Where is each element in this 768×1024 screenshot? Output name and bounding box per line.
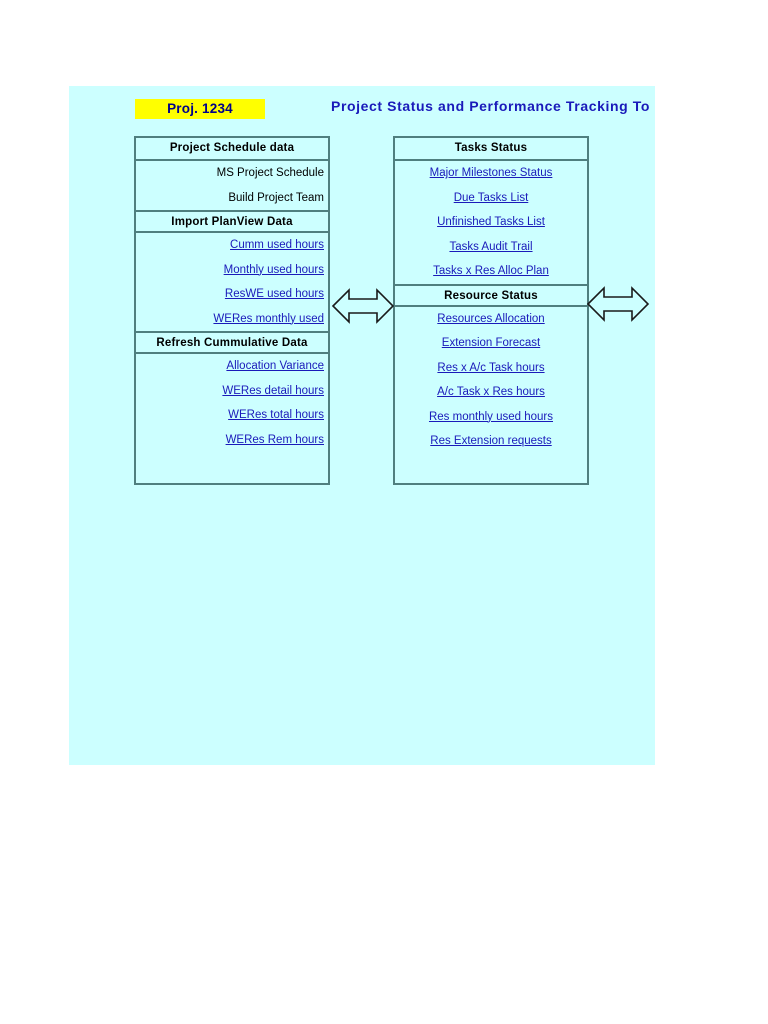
report-link[interactable]: ResWE used hours — [224, 288, 324, 300]
report-link[interactable]: WERes total hours — [228, 409, 324, 421]
report-link[interactable]: Major Milestones Status — [429, 167, 553, 179]
section-header-right-0: Tasks Status — [395, 138, 587, 161]
report-link[interactable]: Extension Forecast — [441, 337, 541, 349]
project-badge: Proj. 1234 — [135, 99, 265, 119]
report-link-row[interactable]: Resources Allocation — [395, 307, 587, 332]
report-link-row[interactable]: Allocation Variance — [136, 354, 328, 379]
list-item: Build Project Team — [228, 191, 324, 204]
page-title: Project Status and Performance Tracking … — [331, 98, 651, 114]
report-link-row[interactable]: Monthly used hours — [136, 258, 328, 283]
report-link[interactable]: Tasks Audit Trail — [449, 240, 533, 253]
diagram-page: Proj. 1234 Project Status and Performanc… — [69, 86, 655, 765]
report-link[interactable]: WERes detail hours — [222, 384, 324, 397]
report-link[interactable]: Unfinished Tasks List — [437, 216, 545, 228]
report-link-row[interactable]: Res x A/c Task hours — [395, 356, 587, 381]
double-arrow-between-panels — [331, 284, 395, 328]
report-link[interactable]: A/c Task x Res hours — [437, 386, 545, 398]
report-link[interactable]: WERes Rem hours — [225, 433, 324, 446]
section-header-left-0: Project Schedule data — [136, 138, 328, 161]
report-link-row[interactable]: Extension Forecast — [395, 331, 587, 356]
report-link[interactable]: Res Extension requests — [430, 435, 552, 447]
section-header-left-1: Import PlanView Data — [136, 210, 328, 233]
report-link-row[interactable]: Res Extension requests — [395, 429, 587, 454]
report-link-row[interactable]: WERes Rem hours — [136, 428, 328, 453]
report-link-row[interactable]: WERes detail hours — [136, 379, 328, 404]
header-row: Proj. 1234 Project Status and Performanc… — [69, 86, 655, 134]
report-link[interactable]: Tasks x Res Alloc Plan — [433, 265, 549, 277]
report-link-row[interactable]: Tasks x Res Alloc Plan — [395, 259, 587, 284]
report-link-row[interactable]: A/c Task x Res hours — [395, 380, 587, 405]
report-link-row[interactable]: ResWE used hours — [136, 282, 328, 307]
report-link[interactable]: Res monthly used hours — [428, 410, 553, 423]
report-link-row[interactable]: Major Milestones Status — [395, 161, 587, 186]
report-link[interactable]: Allocation Variance — [226, 360, 324, 372]
report-link[interactable]: WERes monthly used — [213, 312, 324, 325]
report-link-row[interactable]: Tasks Audit Trail — [395, 235, 587, 260]
report-link[interactable]: Monthly used hours — [223, 263, 324, 276]
section-header-left-2: Refresh Cummulative Data — [136, 331, 328, 354]
report-link[interactable]: Cumm used hours — [230, 239, 324, 251]
report-link[interactable]: Res x A/c Task hours — [437, 361, 545, 374]
report-link-row[interactable]: Unfinished Tasks List — [395, 210, 587, 235]
report-link-row[interactable]: Cumm used hours — [136, 233, 328, 258]
double-arrow-right-edge — [586, 282, 650, 326]
report-link[interactable]: Resources Allocation — [437, 312, 545, 325]
report-link[interactable]: Due Tasks List — [453, 191, 529, 204]
section-header-right-1: Resource Status — [395, 283, 587, 307]
list-item: MS Project Schedule — [216, 167, 324, 179]
report-link-row[interactable]: Res monthly used hours — [395, 405, 587, 430]
report-link-row[interactable]: WERes total hours — [136, 403, 328, 428]
report-link-row[interactable]: Due Tasks List — [395, 186, 587, 211]
report-link-row[interactable]: WERes monthly used — [136, 307, 328, 332]
